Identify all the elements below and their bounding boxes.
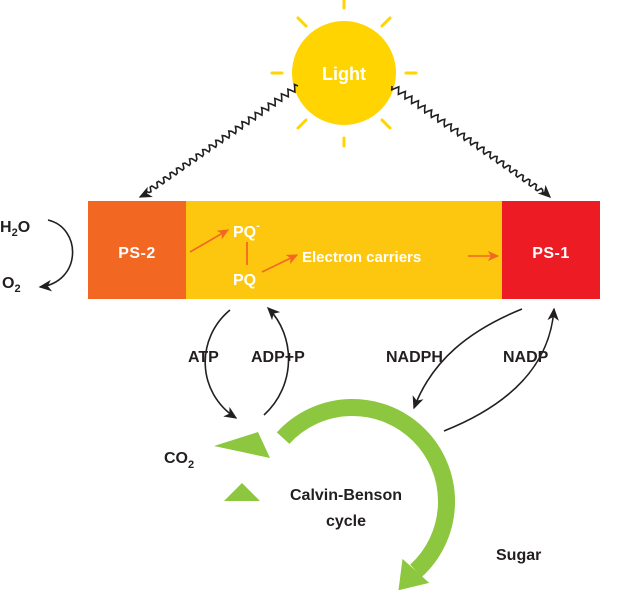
- o2-label: O2: [2, 275, 21, 295]
- sun-rays: [270, 0, 418, 148]
- co2-label: CO2: [164, 450, 194, 471]
- atp-label: ATP: [188, 349, 219, 366]
- light-label: Light: [322, 64, 366, 84]
- cycle-arrowhead-sugar: [398, 558, 430, 591]
- calvin-benson-cycle: Calvin-Benson cycle CO2 Sugar: [164, 399, 541, 591]
- thylakoid-membrane: PS-2 PS-1 PQ- PQ Electron carriers: [88, 201, 600, 299]
- membrane-middle: [184, 201, 504, 299]
- cycle-ring: [276, 399, 455, 578]
- nadph-label: NADPH: [386, 349, 443, 366]
- cycle-label-line2: cycle: [326, 513, 366, 530]
- pq-to-carriers-arrow: [261, 254, 299, 273]
- ps1-label: PS-1: [532, 245, 570, 262]
- co2-entry-tab: [214, 432, 270, 458]
- ps2-to-pq-arrow: [189, 229, 230, 253]
- h2o-label: H2O: [0, 219, 30, 239]
- adp-arrow: [263, 306, 290, 416]
- nadp-label: NADP: [503, 349, 549, 366]
- water-splitting: H2O O2: [0, 219, 74, 295]
- pq-label: PQ: [233, 272, 256, 289]
- light-ray-to-ps1: [390, 85, 552, 198]
- pq-reduced-label: PQ-: [233, 220, 260, 241]
- adp-label: ADP+P: [251, 349, 305, 366]
- ps2-label: PS-2: [118, 245, 156, 262]
- nadph-nadp-exchange: NADPH NADP: [386, 307, 559, 432]
- cycle-label-line1: Calvin-Benson: [290, 487, 402, 504]
- cycle-arrowhead-left: [224, 483, 260, 501]
- sun: Light: [270, 0, 418, 148]
- nadp-arrow: [443, 307, 559, 432]
- ps2-box: [88, 201, 186, 299]
- ps1-box: [502, 201, 600, 299]
- sugar-label: Sugar: [496, 547, 541, 564]
- sun-disc: [292, 21, 396, 125]
- light-ray-to-ps2: [138, 83, 299, 198]
- nadph-arrow: [412, 308, 523, 410]
- atp-arrow: [204, 309, 238, 419]
- electron-carriers-label: Electron carriers: [302, 249, 421, 266]
- atp-adp-exchange: ATP ADP+P: [188, 306, 305, 419]
- water-split-arrow: [38, 219, 74, 292]
